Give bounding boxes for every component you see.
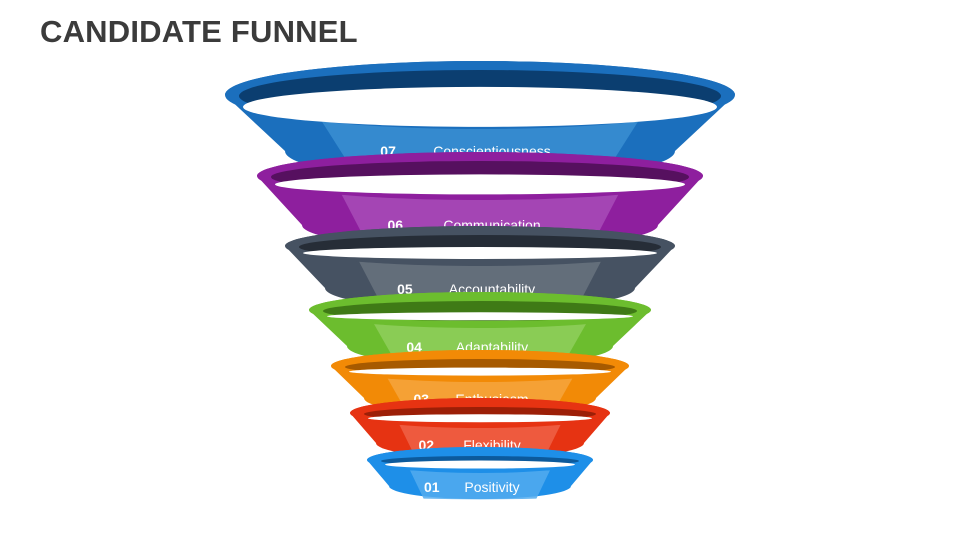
ring-opening [327,312,633,321]
slide-title: CANDIDATE FUNNEL [40,14,358,49]
ring-number: 05 [397,281,413,297]
ring-label: Positivity [464,479,519,495]
ring-opening [303,247,657,259]
ring-panel [409,470,551,500]
funnel-ring-01: 01 Positivity [367,447,593,500]
funnel-ring-03: 03Enthusiasm [331,350,629,416]
ring-number: 01 [424,479,440,495]
ring-opening [385,460,575,469]
ring-opening [368,414,592,423]
ring-opening [243,86,717,127]
ring-opening [275,174,685,195]
ring-opening [349,367,611,376]
ring-number: 04 [406,339,422,355]
